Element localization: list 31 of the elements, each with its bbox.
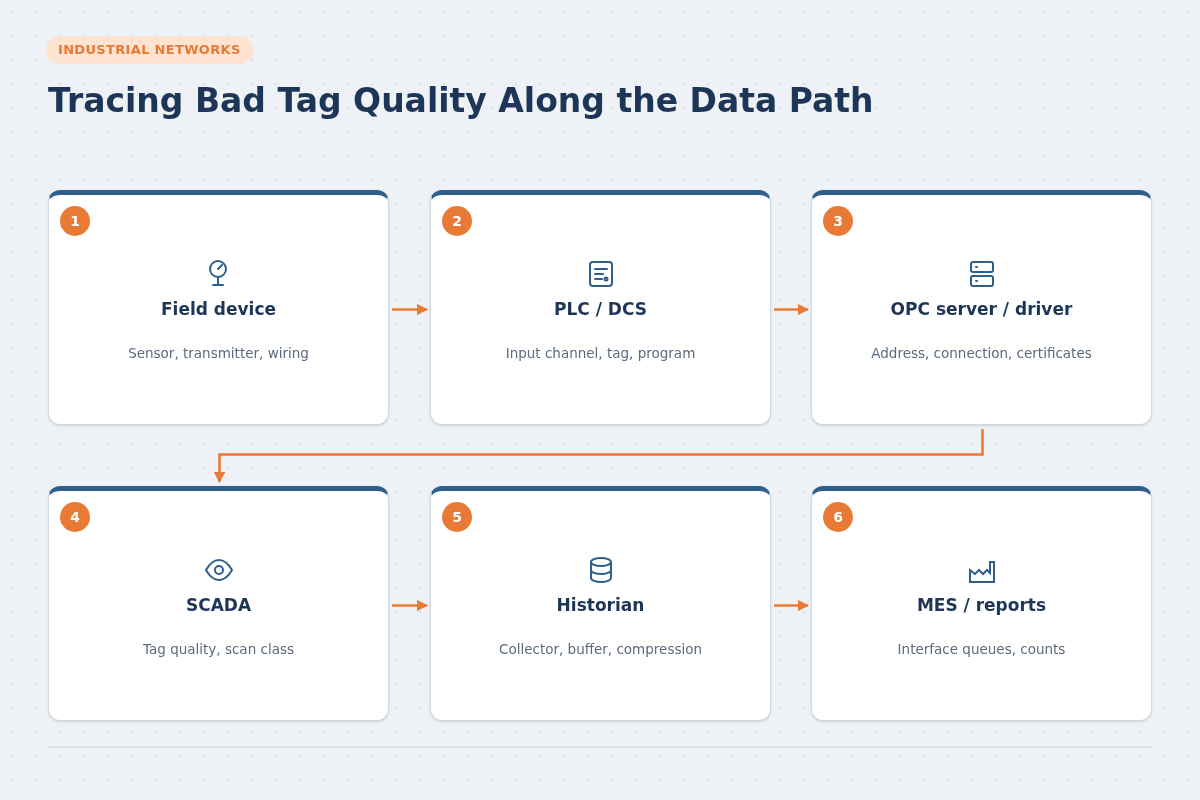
category-tag: INDUSTRIAL NETWORKS [46, 36, 253, 64]
arrow [774, 599, 810, 612]
step-description: Sensor, transmitter, wiring [127, 343, 310, 363]
step-number: 2 [442, 206, 472, 236]
step-card [48, 486, 389, 721]
arrow [213, 429, 984, 484]
step-title: OPC server / driver [890, 298, 1073, 321]
step-description: Tag quality, scan class [142, 639, 295, 659]
arrow [392, 303, 429, 316]
step-description: Address, connection, certificates [870, 343, 1093, 363]
step-description: Interface queues, counts [896, 639, 1067, 659]
arrow [774, 303, 810, 316]
step-description: Collector, buffer, compression [497, 639, 704, 659]
step-card [430, 486, 771, 721]
step-number: 3 [823, 206, 853, 236]
step-card [430, 190, 771, 425]
step-title: Historian [556, 594, 645, 617]
step-number: 1 [60, 206, 90, 236]
arrow [392, 599, 429, 612]
step-title: MES / reports [916, 594, 1047, 617]
step-number: 6 [823, 502, 853, 532]
step-description: Input channel, tag, program [504, 343, 697, 363]
page-title: Tracing Bad Tag Quality Along the Data Path [48, 80, 874, 122]
step-title: PLC / DCS [554, 298, 647, 321]
step-title: Field device [160, 298, 277, 321]
step-card [811, 190, 1152, 425]
step-card [48, 190, 389, 425]
step-number: 5 [442, 502, 472, 532]
step-number: 4 [60, 502, 90, 532]
step-card [811, 486, 1152, 721]
step-title: SCADA [185, 594, 252, 617]
